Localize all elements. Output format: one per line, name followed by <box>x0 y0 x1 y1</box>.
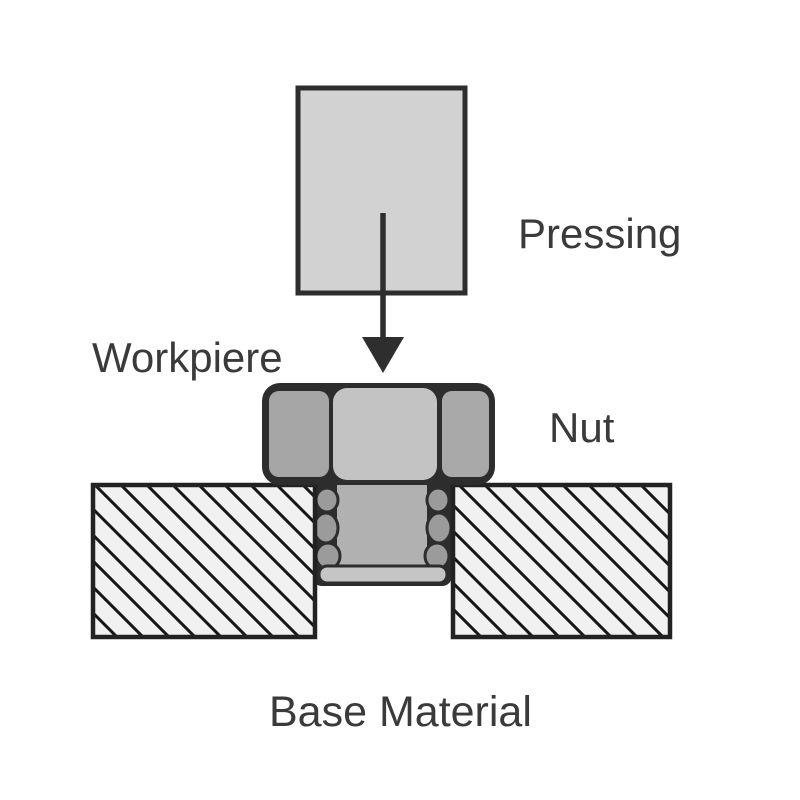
nut-stem-column <box>337 483 427 569</box>
stem-bumps-right <box>423 486 453 571</box>
base-material-label: Base Material <box>269 688 532 736</box>
base-material-left-block <box>90 482 318 640</box>
nut-head-left-facet <box>269 391 329 477</box>
workpiece-label: Workpiere <box>92 334 283 381</box>
stem-bumps-left <box>312 486 342 571</box>
nut-head-center-facet <box>333 388 437 480</box>
nut-label: Nut <box>549 404 615 451</box>
nut-bottom-flange <box>317 564 449 585</box>
nut-head-right-facet <box>442 391 489 477</box>
press-arrow-head <box>362 337 404 373</box>
pressing-label: Pressing <box>518 210 682 257</box>
base-material-right-block <box>450 482 673 640</box>
